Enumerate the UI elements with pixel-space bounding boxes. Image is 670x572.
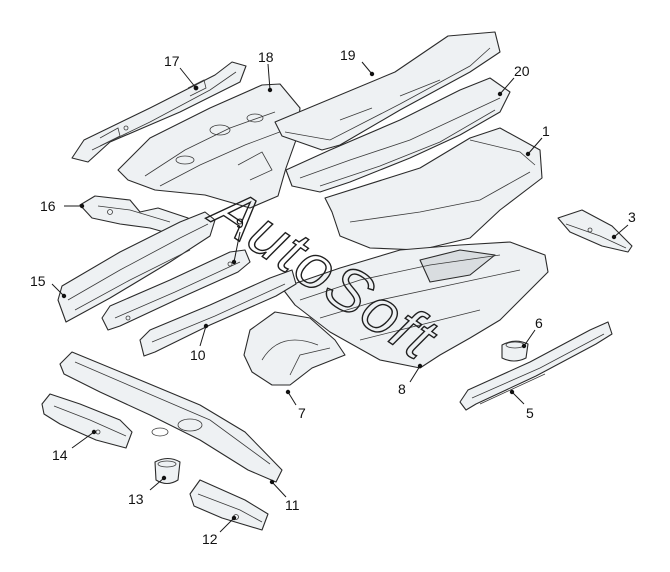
part-9-longitudinal <box>101 249 251 331</box>
callout-6: 6 <box>535 315 543 331</box>
callout-12: 12 <box>202 531 218 547</box>
callout-15: 15 <box>30 273 46 289</box>
part-10-inner-rail <box>139 269 297 357</box>
callout-9: 9 <box>236 215 244 231</box>
callout-16: 16 <box>40 198 56 214</box>
part-7-arch-plate <box>243 311 346 386</box>
callout-10: 10 <box>190 347 206 363</box>
callout-17: 17 <box>164 53 180 69</box>
callout-18: 18 <box>258 49 274 65</box>
callout-7: 7 <box>298 405 306 421</box>
callout-20: 20 <box>514 63 530 79</box>
callout-3: 3 <box>628 209 636 225</box>
callout-labels: 1 3 5 6 7 8 9 10 11 12 13 14 15 16 17 18… <box>30 47 636 547</box>
part-18-front-floor <box>117 83 301 209</box>
callout-13: 13 <box>128 491 144 507</box>
part-8-rear-well <box>281 241 549 369</box>
part-14-lower-bracket <box>41 393 133 449</box>
callout-leaders <box>51 61 629 533</box>
callout-14: 14 <box>52 447 68 463</box>
callout-19: 19 <box>340 47 356 63</box>
callout-8: 8 <box>398 381 406 397</box>
part-12-small-bracket <box>189 479 269 531</box>
part-3-rear-bracket <box>557 209 633 253</box>
part-11-lower-member <box>59 351 283 483</box>
part-1-rear-floor <box>324 127 543 251</box>
part-19-parcel-shelf <box>274 31 501 151</box>
part-13-block <box>154 457 181 485</box>
callout-1: 1 <box>542 123 550 139</box>
part-20-shelf-frame <box>285 77 511 193</box>
part-6-plug <box>501 340 529 362</box>
callout-11: 11 <box>285 497 300 513</box>
part-15-sill <box>57 211 216 323</box>
callout-5: 5 <box>526 405 534 421</box>
part-5-rear-sill <box>459 321 613 411</box>
